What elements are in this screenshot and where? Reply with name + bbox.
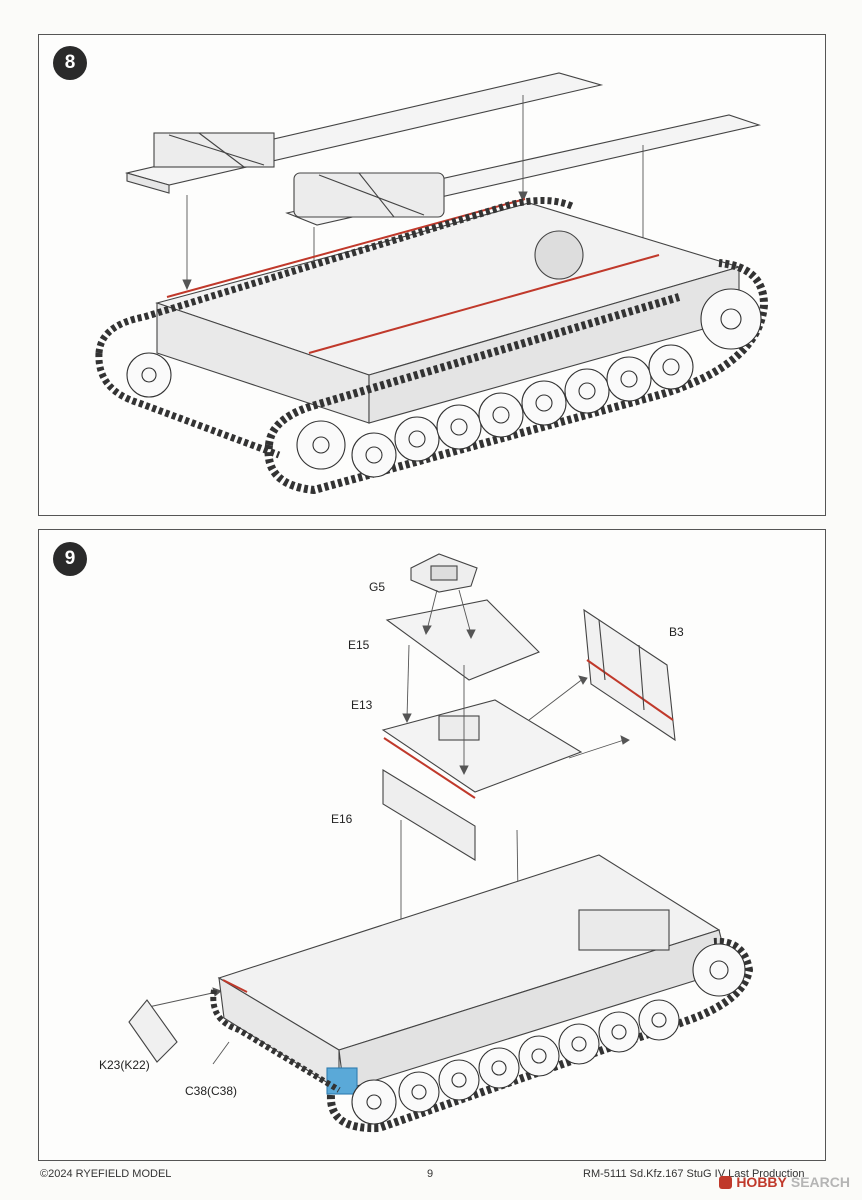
label-e16: E16 bbox=[331, 812, 353, 826]
step-9-badge: 9 bbox=[53, 542, 87, 576]
e16-part bbox=[382, 769, 476, 861]
hull-body bbox=[155, 198, 741, 424]
step-8-panel: 8 bbox=[38, 34, 826, 516]
step-8-drawing bbox=[95, 72, 769, 495]
label-e15: E15 bbox=[348, 638, 370, 652]
label-c38: C38(C38) bbox=[185, 1084, 238, 1098]
label-e13: E13 bbox=[351, 698, 373, 712]
k23-part bbox=[128, 999, 178, 1063]
track-right bbox=[264, 259, 769, 495]
step-9-wheels bbox=[351, 943, 746, 1125]
watermark: HOBBY SEARCH bbox=[719, 1174, 850, 1190]
label-b3: B3 bbox=[669, 625, 684, 639]
step-9-drawing bbox=[128, 553, 754, 1133]
step-9-panel: 9 bbox=[38, 529, 826, 1161]
road-wheels bbox=[126, 288, 762, 478]
e13-part bbox=[381, 699, 583, 799]
watermark-brand-b: SEARCH bbox=[790, 1174, 850, 1190]
g5-part bbox=[410, 553, 478, 593]
e15-part bbox=[385, 599, 540, 681]
highlight-area bbox=[326, 1067, 358, 1095]
watermark-brand-a: HOBBY bbox=[736, 1174, 787, 1190]
step-9-track bbox=[210, 937, 754, 1133]
b3-part bbox=[583, 608, 676, 742]
left-fender-part bbox=[124, 72, 604, 194]
track-left bbox=[95, 196, 576, 459]
footer-product: RM-5111 Sd.Kfz.167 StuG IV Last Producti… bbox=[583, 1168, 805, 1180]
step-9-hull bbox=[217, 854, 730, 1095]
label-g5: G5 bbox=[369, 580, 386, 594]
hobbysearch-logo-icon bbox=[719, 1175, 733, 1189]
label-k23: K23(K22) bbox=[99, 1058, 150, 1072]
step-8-badge: 8 bbox=[53, 46, 87, 80]
footer-copyright: ©2024 RYEFIELD MODEL bbox=[40, 1168, 172, 1180]
footer-page-number: 9 bbox=[427, 1168, 434, 1180]
